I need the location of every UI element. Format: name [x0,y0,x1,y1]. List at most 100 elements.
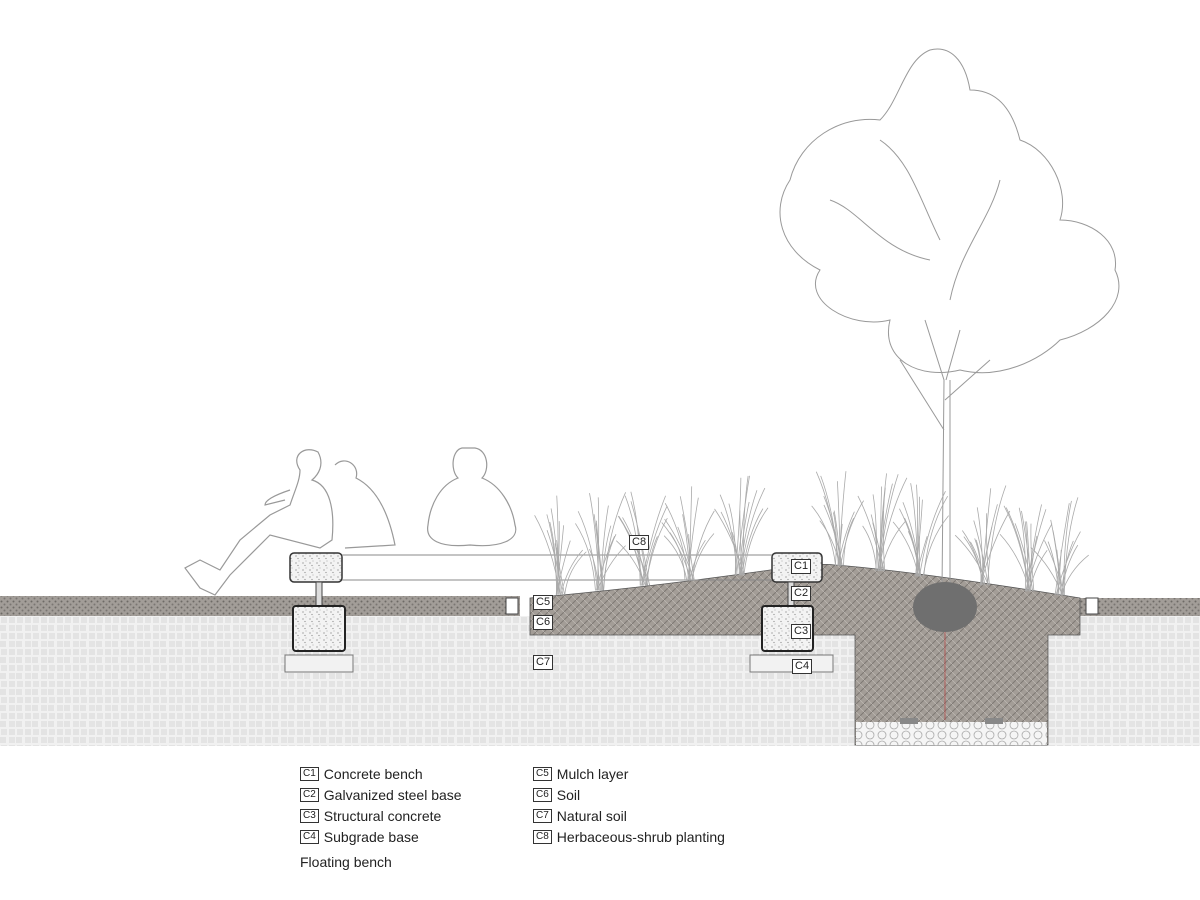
grass-blade [731,532,741,576]
grass-blade [974,538,982,586]
grass-blade [1018,507,1026,592]
legend-code: C8 [533,829,552,844]
grass-blade [1054,503,1070,596]
legend-code: C2 [300,787,319,802]
legend-item: C7 Natural soil [533,805,725,826]
grass-blade [560,549,584,595]
label-c5: C5 [533,595,554,610]
grass-blade [740,487,766,576]
edging-right [1085,597,1099,615]
drawing-caption: Floating bench [300,854,392,870]
grass-blade [973,520,989,586]
legend-text: Mulch layer [556,765,629,782]
grass-blade [577,511,598,591]
grass-blade [1063,497,1079,596]
grass-blade [600,505,609,591]
grass-blade [1026,521,1031,592]
grass-blade [1063,500,1072,596]
tree [779,48,1120,591]
grass-blade [691,510,715,581]
grass-blade [823,504,843,566]
grass-blade [1028,550,1048,592]
grass-blade [811,505,837,566]
grass-blade [870,514,879,572]
grass-blade [575,523,596,591]
grass-blade [687,497,699,581]
grass-blade [954,534,989,586]
grass-blade [664,518,695,581]
legend-text: Herbaceous-shrub planting [556,828,725,845]
grass-blade [714,508,746,576]
grass-blade [915,536,928,577]
grass-blade [1005,507,1030,592]
bench-left [284,552,354,673]
grass-blade [720,511,742,576]
grass-blade [907,530,920,577]
grass-blade [741,508,764,576]
grass-blade [556,495,559,595]
drainage-gravel [856,722,1047,745]
grass-blade [1047,541,1060,596]
legend-text: Structural concrete [323,807,442,824]
legend-code: C1 [300,766,319,781]
grass-blade [550,508,559,595]
herbaceous-shrub-planting [534,471,1089,596]
grass-blade [734,477,742,576]
grass-blade [923,496,948,577]
label-c3: C3 [791,624,812,639]
grass-blade [1050,519,1062,596]
grass-blade [1044,540,1065,596]
grass-blade [976,507,984,586]
grass-blade [843,517,855,566]
legend-code: C3 [300,808,319,823]
grass-blade [736,475,750,576]
legend-code: C7 [533,808,552,823]
legend-item: C1 Concrete bench [300,763,462,784]
grass-blade [728,503,736,576]
grass-blade [691,533,715,581]
grass-blade [646,536,658,586]
grass-blade [1025,509,1047,592]
grass-blade [641,495,666,586]
legend-text: Concrete bench [323,765,423,782]
grass-blade [601,525,612,591]
legend-item: C3 Structural concrete [300,805,462,826]
grass-blade [986,513,990,586]
grass-blade [743,507,769,576]
people [184,447,517,596]
label-c6: C6 [533,615,554,630]
legend-text: Soil [556,786,581,803]
grass-blade [880,510,884,572]
grass-blade [970,541,986,586]
paving-band-left [0,596,520,616]
grass-blade [877,473,887,572]
grass-blade [556,547,565,595]
drain-block [900,718,918,724]
legend-text: Natural soil [556,807,627,824]
grass-blade [742,475,749,576]
grass-blade [872,494,877,572]
grass-blade [879,486,883,572]
grass-blade [589,548,599,591]
grass-blade [664,503,690,581]
grass-blade [595,536,615,591]
grass-blade [688,486,693,581]
grass-blade [641,505,668,586]
legend-item: C8 Herbaceous-shrub planting [533,826,725,847]
grass-blade [872,522,885,572]
grass-blade [857,495,883,572]
grass-blade [833,510,841,566]
grass-blade [999,533,1030,592]
root-ball [913,582,977,632]
grass-blade [739,490,758,576]
grass-blade [603,492,626,591]
grass-blade [840,500,864,566]
grass-blade [663,535,688,581]
grass-blade [922,515,949,577]
